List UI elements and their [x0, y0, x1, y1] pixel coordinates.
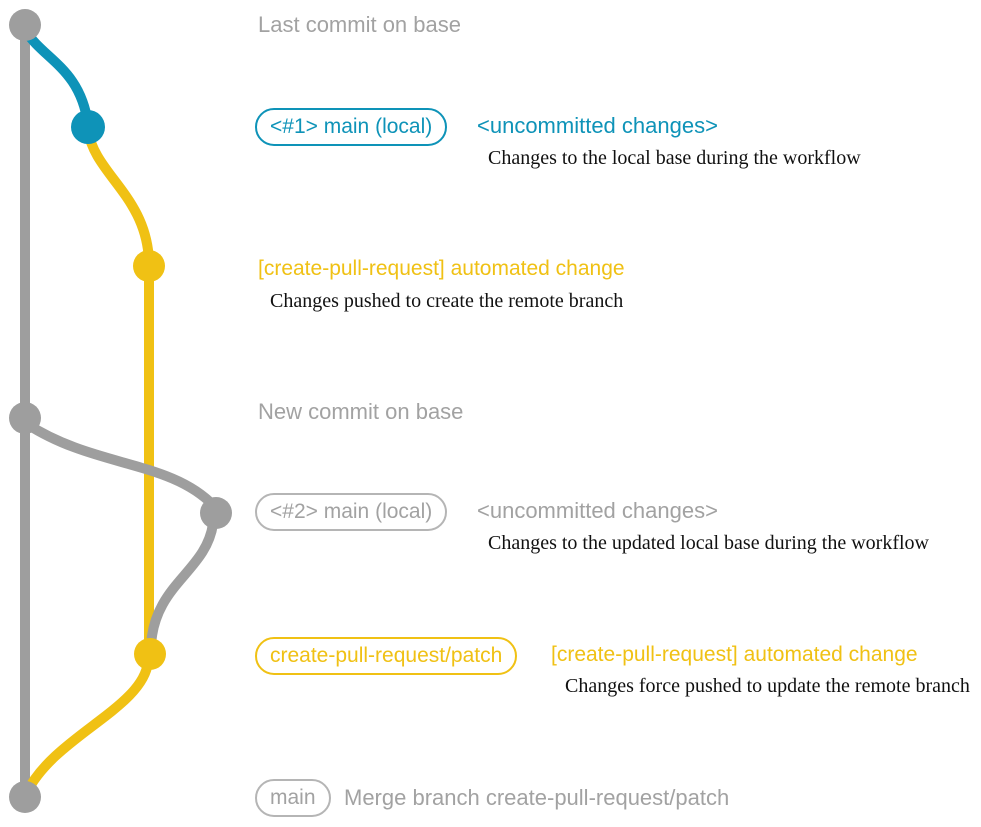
git-graph: [9, 9, 232, 813]
patch-branch-edge-1: [83, 125, 154, 267]
commit-dot-base-top: [9, 9, 41, 41]
label-automated-change-1: [create-pull-request] automated change: [258, 257, 625, 280]
commit-dot-merge: [9, 781, 41, 813]
note-pushed-create-branch: Changes pushed to create the remote bran…: [270, 290, 624, 312]
label-last-commit-on-base: Last commit on base: [258, 12, 461, 37]
badge-main-local-2: <#2> main (local): [255, 493, 448, 531]
local-main-edge-1: [20, 25, 93, 129]
commit-dot-patch-2: [134, 638, 166, 670]
commit-dot-local-1: [71, 110, 105, 144]
label-automated-change-2: [create-pull-request] automated change: [551, 643, 918, 666]
note-force-pushed-update-branch: Changes force pushed to update the remot…: [565, 675, 970, 697]
badge-create-pull-request-patch: create-pull-request/patch: [255, 637, 518, 675]
label-uncommitted-changes-1: <uncommitted changes>: [477, 113, 718, 138]
commit-dot-base-new: [9, 402, 41, 434]
base-to-local2-edge: [22, 419, 219, 511]
label-new-commit-on-base: New commit on base: [258, 399, 464, 424]
badge-main: main: [255, 779, 331, 817]
commit-dot-local-2: [200, 497, 232, 529]
note-updated-local-base-changes: Changes to the updated local base during…: [488, 532, 929, 554]
label-merge-branch: Merge branch create-pull-request/patch: [344, 785, 730, 810]
local2-to-patch-edge: [146, 519, 218, 651]
label-uncommitted-changes-2: <uncommitted changes>: [477, 498, 718, 523]
badge-main-local-1: <#1> main (local): [255, 108, 448, 146]
commit-dot-patch-1: [133, 250, 165, 282]
note-local-base-changes: Changes to the local base during the wor…: [488, 147, 861, 169]
patch-merge-edge: [22, 657, 153, 797]
